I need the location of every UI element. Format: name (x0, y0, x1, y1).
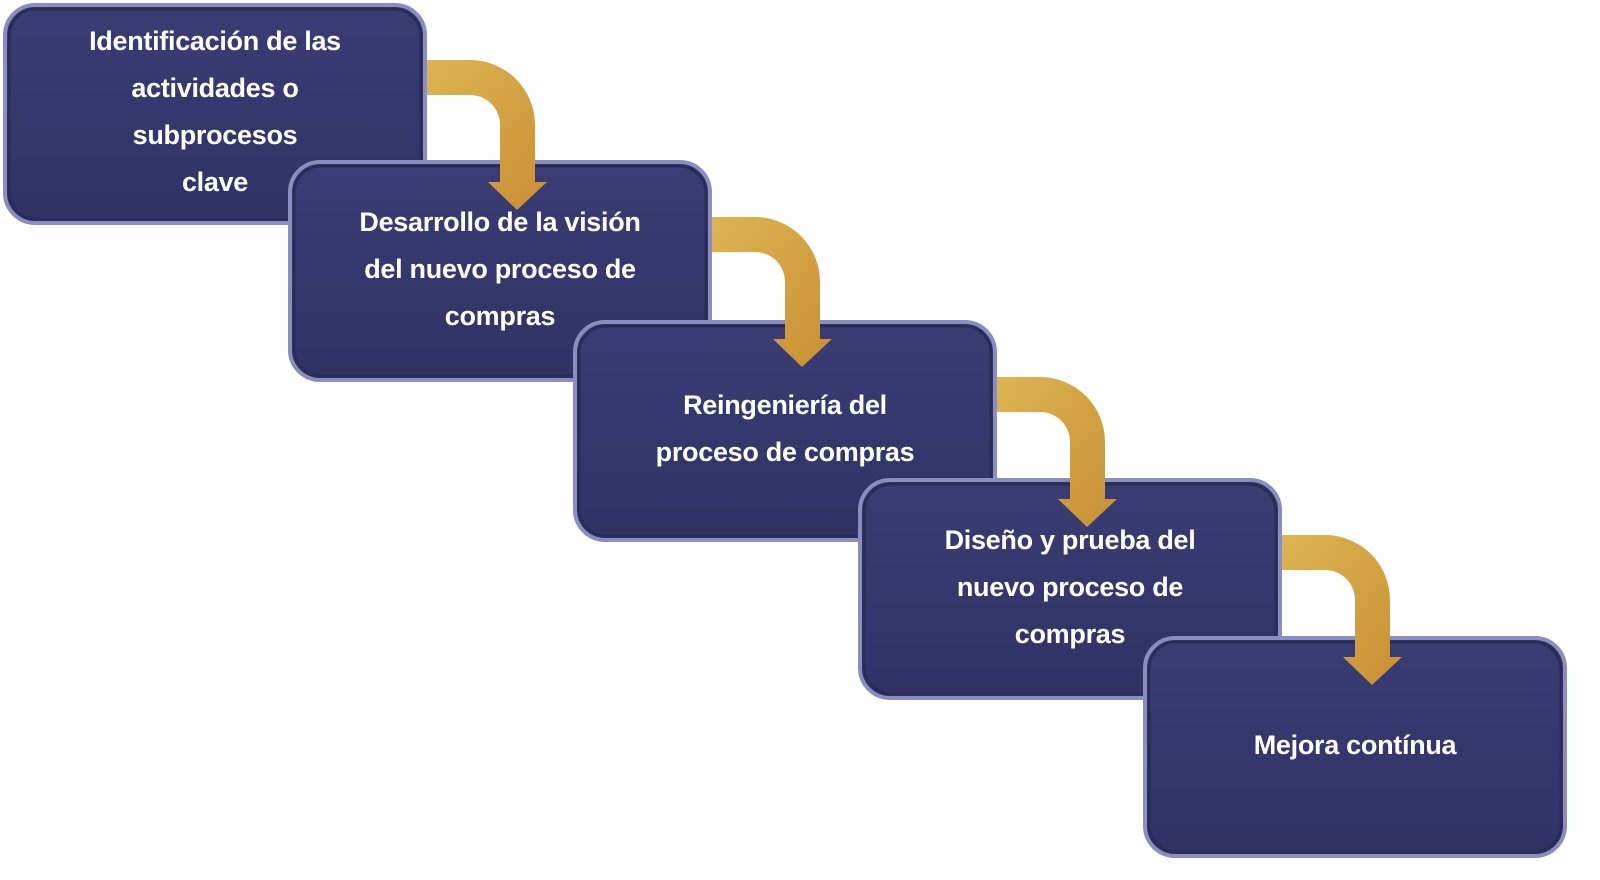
step-label-line: compras (1014, 618, 1126, 649)
step-label-line: Diseño y prueba del (944, 524, 1196, 555)
flow-arrow-3 (997, 377, 1117, 527)
step-label-line: Identificación de las (89, 26, 341, 56)
step-label-line: Mejora contínua (1253, 729, 1457, 760)
flow-arrow-1 (427, 60, 547, 210)
step-label-line: Reingeniería del (683, 390, 887, 420)
step-label-2: Desarrollo de la visión del nuevo proceso… (290, 160, 710, 378)
step-label-line: compras (444, 300, 556, 331)
step-label-4: Diseño y prueba del nuevo proceso de compr… (860, 478, 1280, 696)
step-label-line: proceso de compras (655, 437, 915, 467)
step-label-line: subprocesos (132, 120, 298, 150)
step-label-3: Reingeniería del proceso de compras (575, 320, 995, 538)
flow-arrow-2 (712, 217, 832, 367)
step-label-line: nuevo proceso de (956, 571, 1184, 602)
step-label-line: Desarrollo de la visión (359, 206, 641, 237)
step-label-line: actividades o (131, 73, 299, 103)
step-label-1: Identificación de las actividades o subpro… (5, 3, 425, 221)
step-label-5: Mejora contínua (1145, 636, 1565, 854)
flow-arrow-4 (1282, 535, 1402, 685)
step-label-line: del nuevo proceso de (364, 253, 636, 284)
step-label-line: clave (181, 167, 249, 197)
